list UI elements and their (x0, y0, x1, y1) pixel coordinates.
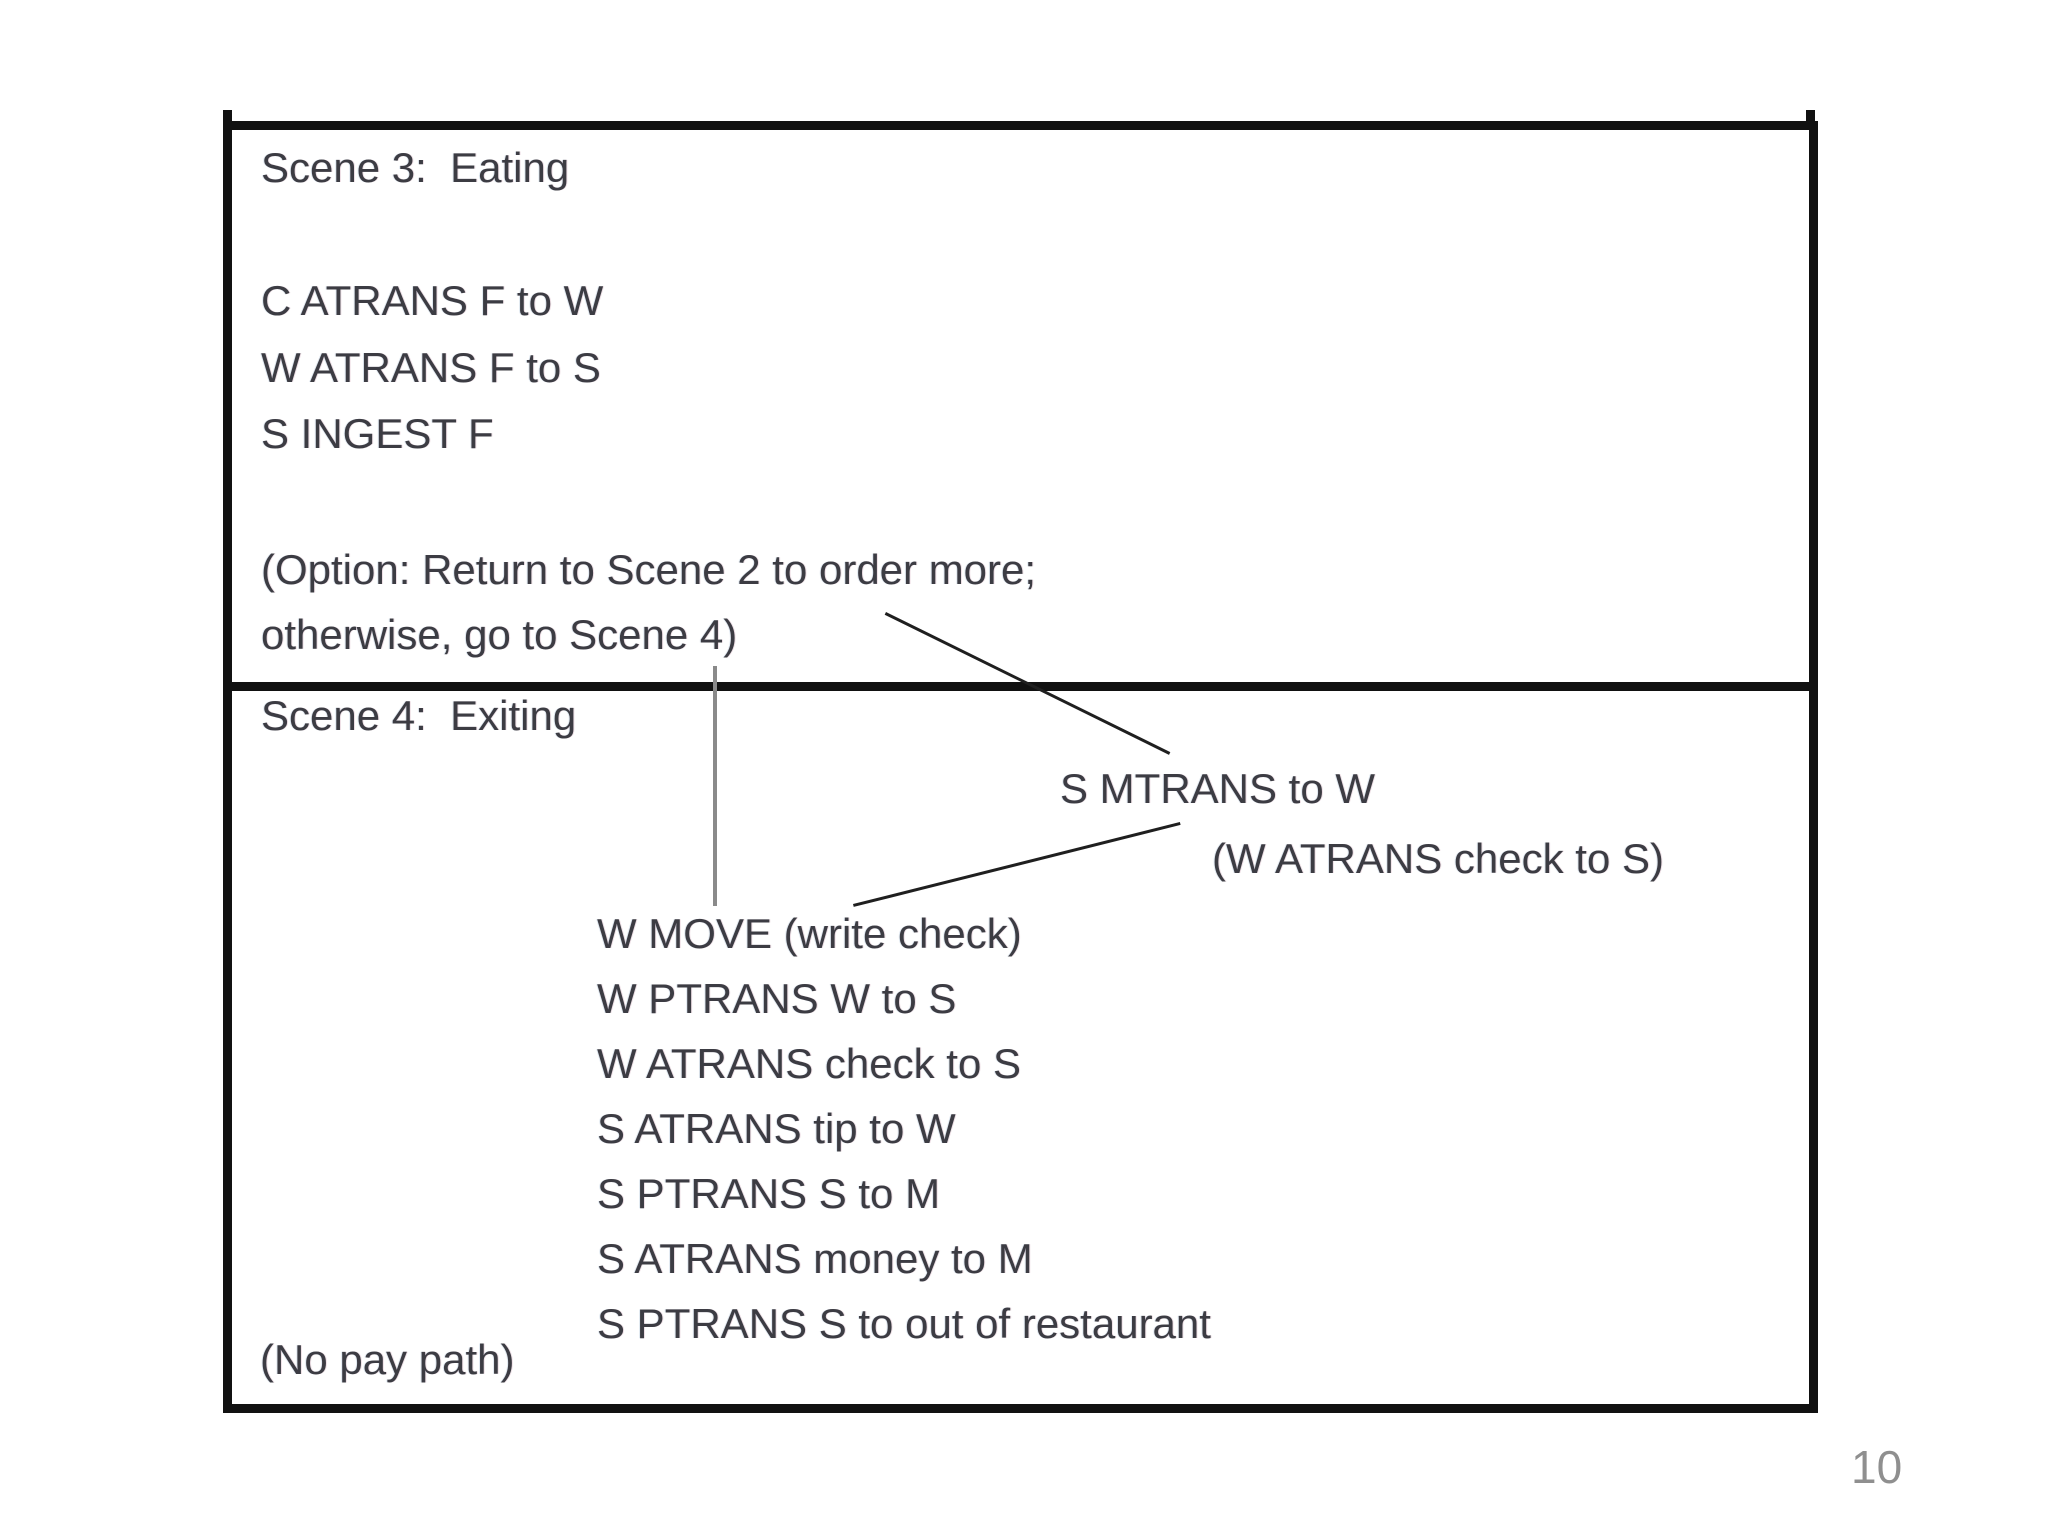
scene3-option-line-2: otherwise, go to Scene 4) (261, 611, 738, 658)
frame-corner-tick-right (1806, 110, 1815, 122)
scene4-event-1: W MOVE (write check) (597, 910, 1022, 957)
scene4-event-6: S ATRANS money to M (597, 1235, 1033, 1282)
script-box-frame (223, 121, 1818, 1413)
scene4-event-2: W PTRANS W to S (597, 975, 957, 1022)
scene3-event-2: W ATRANS F to S (261, 344, 601, 391)
scene4-header-event: S MTRANS to W (1060, 765, 1376, 812)
scene3-event-3: S INGEST F (261, 410, 494, 457)
page-number: 10 (1851, 1441, 1903, 1493)
scene3-event-1: C ATRANS F to W (261, 277, 604, 324)
scene4-event-4: S ATRANS tip to W (597, 1105, 956, 1152)
scene-divider-line (230, 682, 1811, 691)
scene4-title: Scene 4: Exiting (261, 692, 577, 739)
frame-corner-tick-left (223, 110, 232, 122)
scene4-event-7: S PTRANS S to out of restaurant (597, 1300, 1211, 1347)
scene4-event-5: S PTRANS S to M (597, 1170, 941, 1217)
scene4-footnote: (No pay path) (260, 1336, 515, 1383)
scene4-header-note: (W ATRANS check to S) (1212, 835, 1664, 882)
scene4-event-3: W ATRANS check to S (597, 1040, 1021, 1087)
scene3-title: Scene 3: Eating (261, 144, 570, 191)
scene3-option-line-1: (Option: Return to Scene 2 to order more… (261, 546, 1037, 593)
option-to-wmove-connector-line (713, 666, 717, 906)
